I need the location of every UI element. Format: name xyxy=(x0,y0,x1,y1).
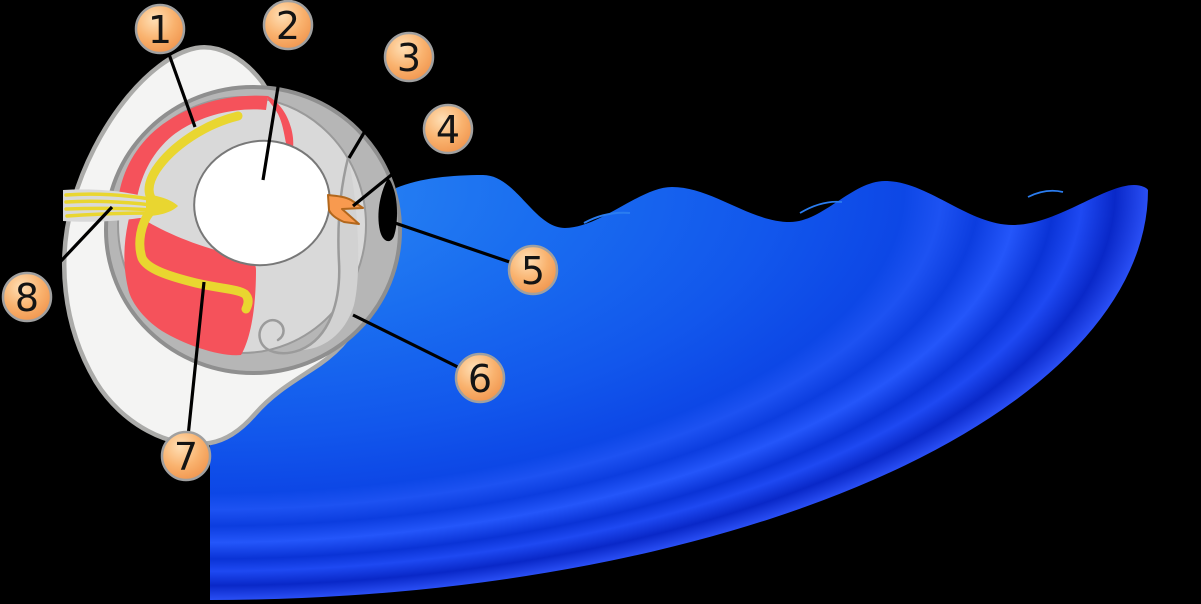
callout-badges: 1 2 3 4 5 6 7 8 xyxy=(1,0,559,482)
callout-line-7 xyxy=(184,281,206,457)
callout-circle-5 xyxy=(507,244,559,296)
callout-2: 2 xyxy=(262,0,314,51)
eye-cross-section xyxy=(62,45,402,447)
callout-circle-7 xyxy=(160,430,212,482)
callout-8: 8 xyxy=(1,271,53,323)
callout-3: 3 xyxy=(383,31,435,83)
wave-sliver-1 xyxy=(583,211,631,224)
callout-line-2 xyxy=(261,24,290,181)
optic-nerve-fiber-4 xyxy=(65,211,152,218)
callout-7: 7 xyxy=(160,430,212,482)
callout-circle-4 xyxy=(422,103,474,155)
callout-circle-2 xyxy=(262,0,314,51)
callout-number-4: 4 xyxy=(436,108,460,152)
optic-nerve-fiber-2 xyxy=(64,199,154,207)
inner-membrane-curl xyxy=(258,156,350,355)
water-shape xyxy=(210,175,1148,600)
wave-sliver-3 xyxy=(1027,189,1064,198)
pinhole-pupil xyxy=(378,179,397,242)
callout-number-5: 5 xyxy=(521,249,545,293)
callout-6: 6 xyxy=(454,352,506,404)
callout-circle-8 xyxy=(1,271,53,323)
nerve-fiber-yellow-layer xyxy=(135,111,253,314)
callout-number-2: 2 xyxy=(276,4,300,48)
callout-number-6: 6 xyxy=(468,357,492,401)
callout-1: 1 xyxy=(134,3,186,55)
iris-flap xyxy=(327,194,364,225)
lens xyxy=(193,139,331,267)
callout-circle-6 xyxy=(454,352,506,404)
callout-circle-1 xyxy=(134,3,186,55)
optic-nerve-fiber-1 xyxy=(64,192,152,201)
callout-number-8: 8 xyxy=(15,276,39,320)
callout-number-3: 3 xyxy=(397,36,421,80)
retina-red-top-band xyxy=(119,95,268,198)
callout-4: 4 xyxy=(422,103,474,155)
callout-circle-3 xyxy=(383,31,435,83)
callout-number-7: 7 xyxy=(174,435,198,479)
wave-sliver-2 xyxy=(799,200,843,214)
nerve-fiber-top-arc xyxy=(144,111,243,203)
callout-number-1: 1 xyxy=(148,8,172,52)
nerve-fiber-bottom-arc xyxy=(135,207,253,314)
retina-red-comma xyxy=(267,96,294,155)
callout-5: 5 xyxy=(507,244,559,296)
optic-nerve-convergence xyxy=(146,194,178,216)
